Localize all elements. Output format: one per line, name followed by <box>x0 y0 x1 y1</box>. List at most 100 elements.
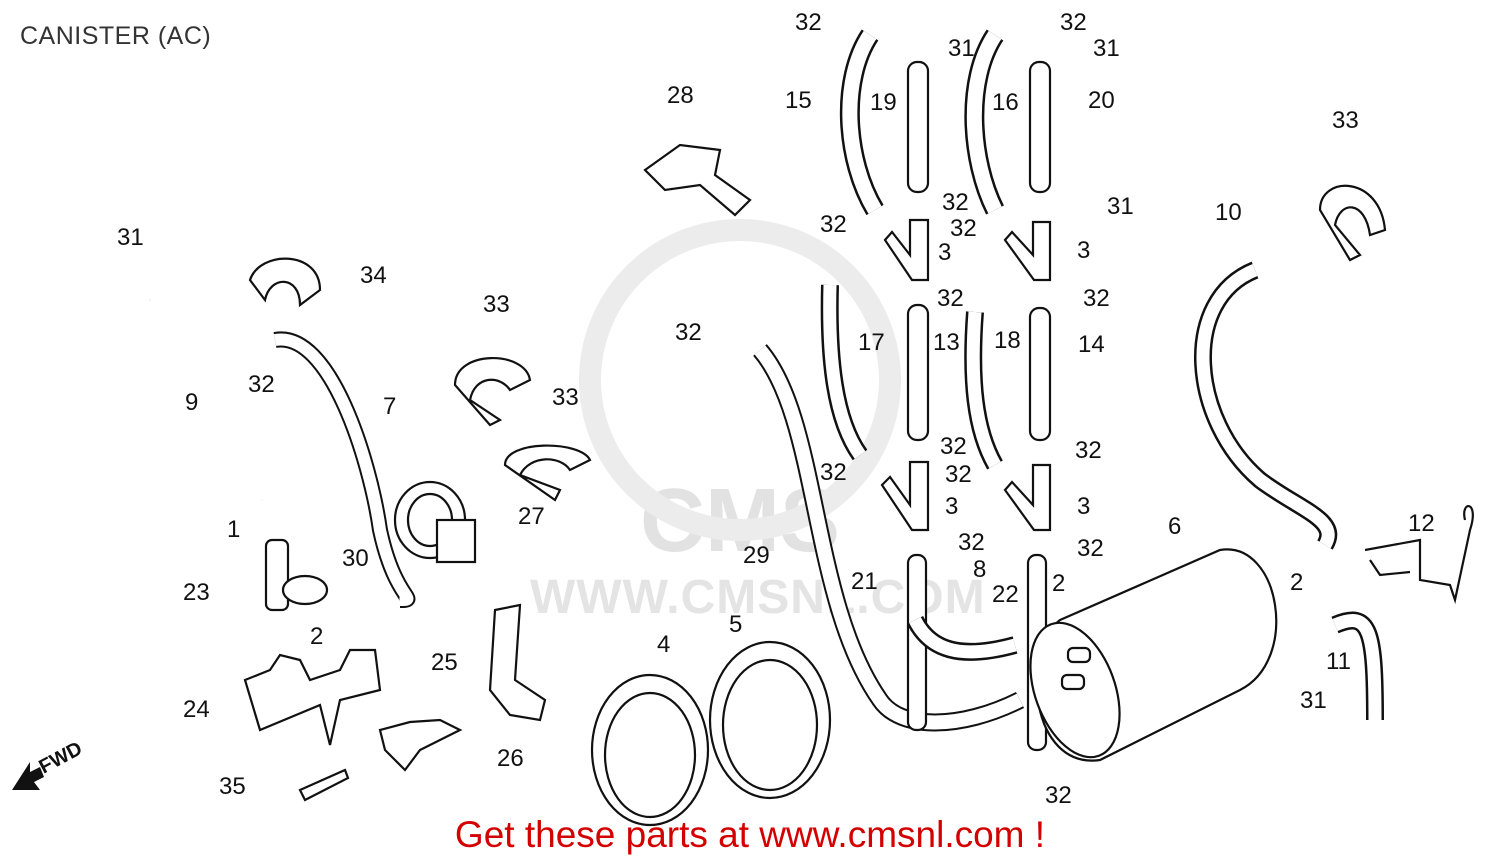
part-label: 32 <box>820 211 847 238</box>
part-label: 28 <box>667 82 694 109</box>
valve-23-body <box>281 574 329 606</box>
part-label: 3 <box>945 493 959 520</box>
hose-8-fill <box>909 616 1017 659</box>
part-label: 11 <box>1326 648 1351 675</box>
band-4-inner <box>603 691 697 819</box>
clip-28 <box>643 143 752 217</box>
hose-29-fill <box>754 345 1024 730</box>
hose-20 <box>1028 60 1052 194</box>
part-label: 32 <box>248 371 275 398</box>
bracket-24 <box>243 648 382 746</box>
bolt-35 <box>298 768 350 802</box>
joint-3a <box>883 218 930 282</box>
part-label: 32 <box>795 9 822 36</box>
fwd-arrow-icon <box>12 762 44 790</box>
valve-holder-27-tab <box>435 518 477 564</box>
part-label: 7 <box>383 393 397 420</box>
part-label: 25 <box>431 649 458 676</box>
part-label: 32 <box>942 189 969 216</box>
part-label: 33 <box>483 291 510 318</box>
part-label: 30 <box>342 545 369 572</box>
part-label: 15 <box>785 87 812 114</box>
bracket-25 <box>488 603 547 722</box>
hose-15-fill <box>842 30 882 214</box>
footer-link[interactable]: Get these parts at www.cmsnl.com ! <box>454 814 1046 855</box>
part-label: 3 <box>938 239 952 266</box>
stay-12 <box>1364 504 1474 605</box>
part-label: 2 <box>1290 569 1304 596</box>
clamp-34 <box>248 257 322 308</box>
band-5-inner <box>721 658 819 792</box>
part-label: 22 <box>992 581 1019 608</box>
part-label: 32 <box>820 459 847 486</box>
part-label: 33 <box>1332 107 1359 134</box>
clamp-33b <box>503 444 592 502</box>
part-label: 32 <box>945 461 972 488</box>
part-label: 14 <box>1078 331 1105 358</box>
watermark-ring <box>579 219 901 541</box>
part-label: 31 <box>1300 687 1327 714</box>
part-label: 32 <box>675 319 702 346</box>
diagram-title: CANISTER (AC) <box>20 22 212 50</box>
part-label: 19 <box>870 89 897 116</box>
joint-3b <box>1003 220 1052 282</box>
joint-3c <box>880 460 930 532</box>
hose-19 <box>906 60 930 194</box>
part-label: 24 <box>183 696 210 723</box>
hose-stack <box>820 29 1052 752</box>
hose-9-fill <box>148 293 268 501</box>
part-label: 6 <box>1168 513 1182 540</box>
part-label: 32 <box>958 529 985 556</box>
part-label: 17 <box>858 329 885 356</box>
part-label: 32 <box>1083 285 1110 312</box>
hose-11-fill <box>1332 614 1382 721</box>
hose-16-fill <box>966 30 1002 214</box>
part-label: 5 <box>729 611 743 638</box>
part-label: 26 <box>497 745 524 772</box>
part-label: 21 <box>851 568 878 595</box>
hose-10 <box>1194 261 1338 550</box>
part-label: 31 <box>117 224 144 251</box>
part-label: 13 <box>933 329 960 356</box>
hose-18-fill <box>966 311 1001 469</box>
part-label: 29 <box>743 542 770 569</box>
part-label: 35 <box>219 773 246 800</box>
part-label: 4 <box>657 631 671 658</box>
part-label: 32 <box>937 285 964 312</box>
part-label: 10 <box>1215 199 1242 226</box>
part-label: 3 <box>1077 493 1091 520</box>
part-label: 32 <box>950 215 977 242</box>
band-5 <box>708 640 832 800</box>
part-label: 23 <box>183 579 210 606</box>
hose-17-fill <box>823 284 866 459</box>
part-label: 32 <box>1045 782 1072 809</box>
part-label: 16 <box>992 89 1019 116</box>
part-label: 18 <box>994 327 1021 354</box>
part-label: 31 <box>1093 35 1120 62</box>
part-label: 32 <box>1060 9 1087 36</box>
canister-6 <box>1029 548 1278 762</box>
part-label: 33 <box>552 384 579 411</box>
hose-7-fill <box>273 333 414 606</box>
part-label: 8 <box>973 556 987 583</box>
part-label: 32 <box>1075 437 1102 464</box>
clamp-33c <box>1318 184 1387 262</box>
part-label: 31 <box>948 35 975 62</box>
part-label: 9 <box>185 389 199 416</box>
part-label: 12 <box>1408 510 1435 537</box>
valve-23 <box>264 538 290 612</box>
part-label: 2 <box>310 623 324 650</box>
hose-14 <box>1028 306 1052 442</box>
bracket-26 <box>378 718 463 772</box>
band-4 <box>590 673 710 827</box>
hose-10-fill <box>1196 263 1335 549</box>
part-label: 32 <box>940 433 967 460</box>
part-label: 34 <box>360 262 387 289</box>
part-label: 32 <box>1077 535 1104 562</box>
part-label: 3 <box>1077 237 1091 264</box>
hose-9 <box>149 298 264 501</box>
hose-13 <box>906 303 930 442</box>
part-label: 27 <box>518 503 545 530</box>
